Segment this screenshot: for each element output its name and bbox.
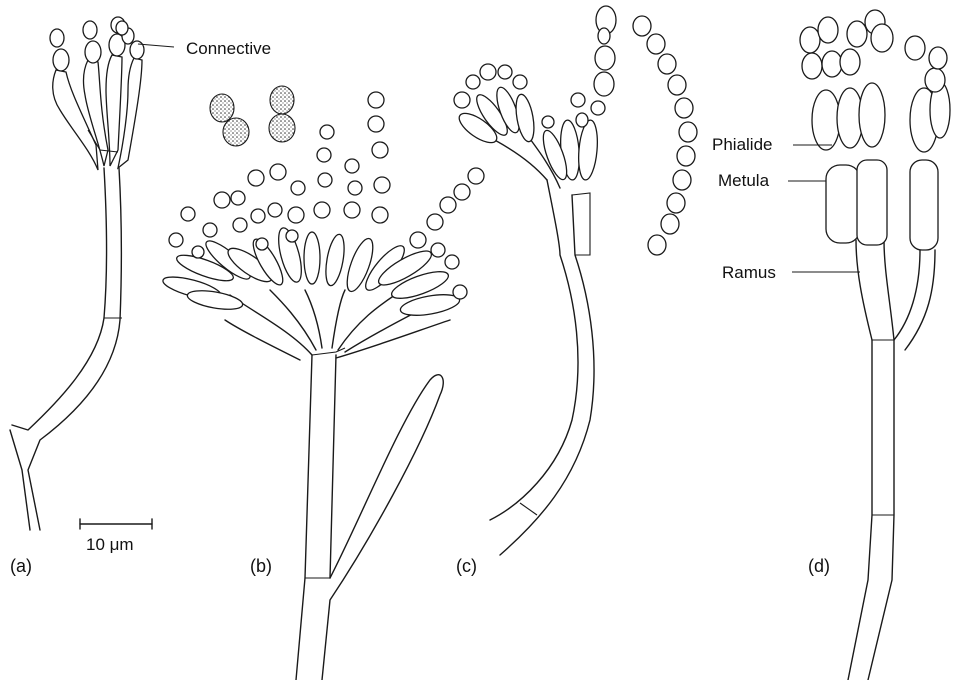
label-ramus: Ramus — [722, 263, 776, 282]
scale-bar: 10 μm — [80, 519, 152, 554]
label-phialide: Phialide — [712, 135, 773, 154]
conidiophore-d: Phialide Metula Ramus — [712, 10, 950, 680]
free-conidia — [210, 86, 295, 146]
conidiophore-b — [161, 92, 484, 680]
conidiophore-c — [454, 6, 697, 555]
panel-label-d: (d) — [808, 556, 830, 576]
panel-label-b: (b) — [250, 556, 272, 576]
panel-label-c: (c) — [456, 556, 477, 576]
scale-bar-label: 10 μm — [86, 535, 134, 554]
panel-label-a: (a) — [10, 556, 32, 576]
label-metula: Metula — [718, 171, 770, 190]
label-connective: Connective — [186, 39, 271, 58]
